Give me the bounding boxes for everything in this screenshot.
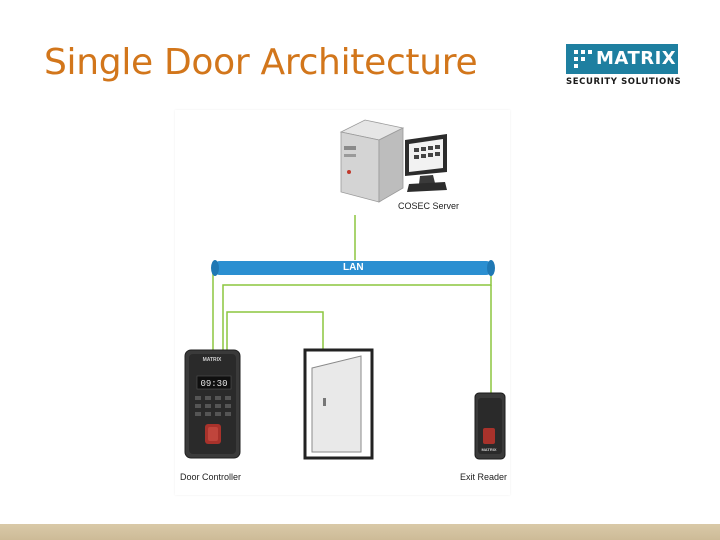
- logo-tagline: SECURITY SOLUTIONS: [566, 77, 682, 87]
- controller-label: Door Controller: [180, 472, 242, 482]
- logo-dots-icon: [574, 50, 592, 68]
- matrix-logo: MATRIX SECURITY SOLUTIONS: [562, 44, 682, 92]
- server-monitor-icon: [405, 134, 447, 192]
- exit-reader-wire: [222, 270, 492, 350]
- server-label: COSEC Server: [398, 201, 460, 211]
- lan-label: LAN: [343, 262, 364, 273]
- server-tower-icon: [339, 119, 405, 203]
- door-icon: [303, 348, 374, 460]
- controller-display-text: 09:30: [200, 379, 227, 389]
- architecture-diagram: MATRIX 09:30 MATRIX COSEC Server LAN Doo…: [175, 110, 510, 495]
- exit-reader-device-icon: [474, 392, 506, 460]
- lan-bus: [211, 260, 495, 276]
- footer-bar: [0, 524, 720, 540]
- door-controller-device-icon: [184, 349, 241, 459]
- slide-title: Single Door Architecture: [44, 42, 478, 83]
- connection-wires: [212, 215, 492, 395]
- exit-reader-label: Exit Reader: [460, 472, 508, 482]
- controller-brand-text: MATRIX: [203, 357, 222, 363]
- logo-badge: MATRIX: [566, 44, 678, 74]
- door-wire: [226, 311, 324, 350]
- logo-brand: MATRIX: [596, 48, 677, 69]
- exit-reader-brand-text: MATRIX: [481, 447, 496, 452]
